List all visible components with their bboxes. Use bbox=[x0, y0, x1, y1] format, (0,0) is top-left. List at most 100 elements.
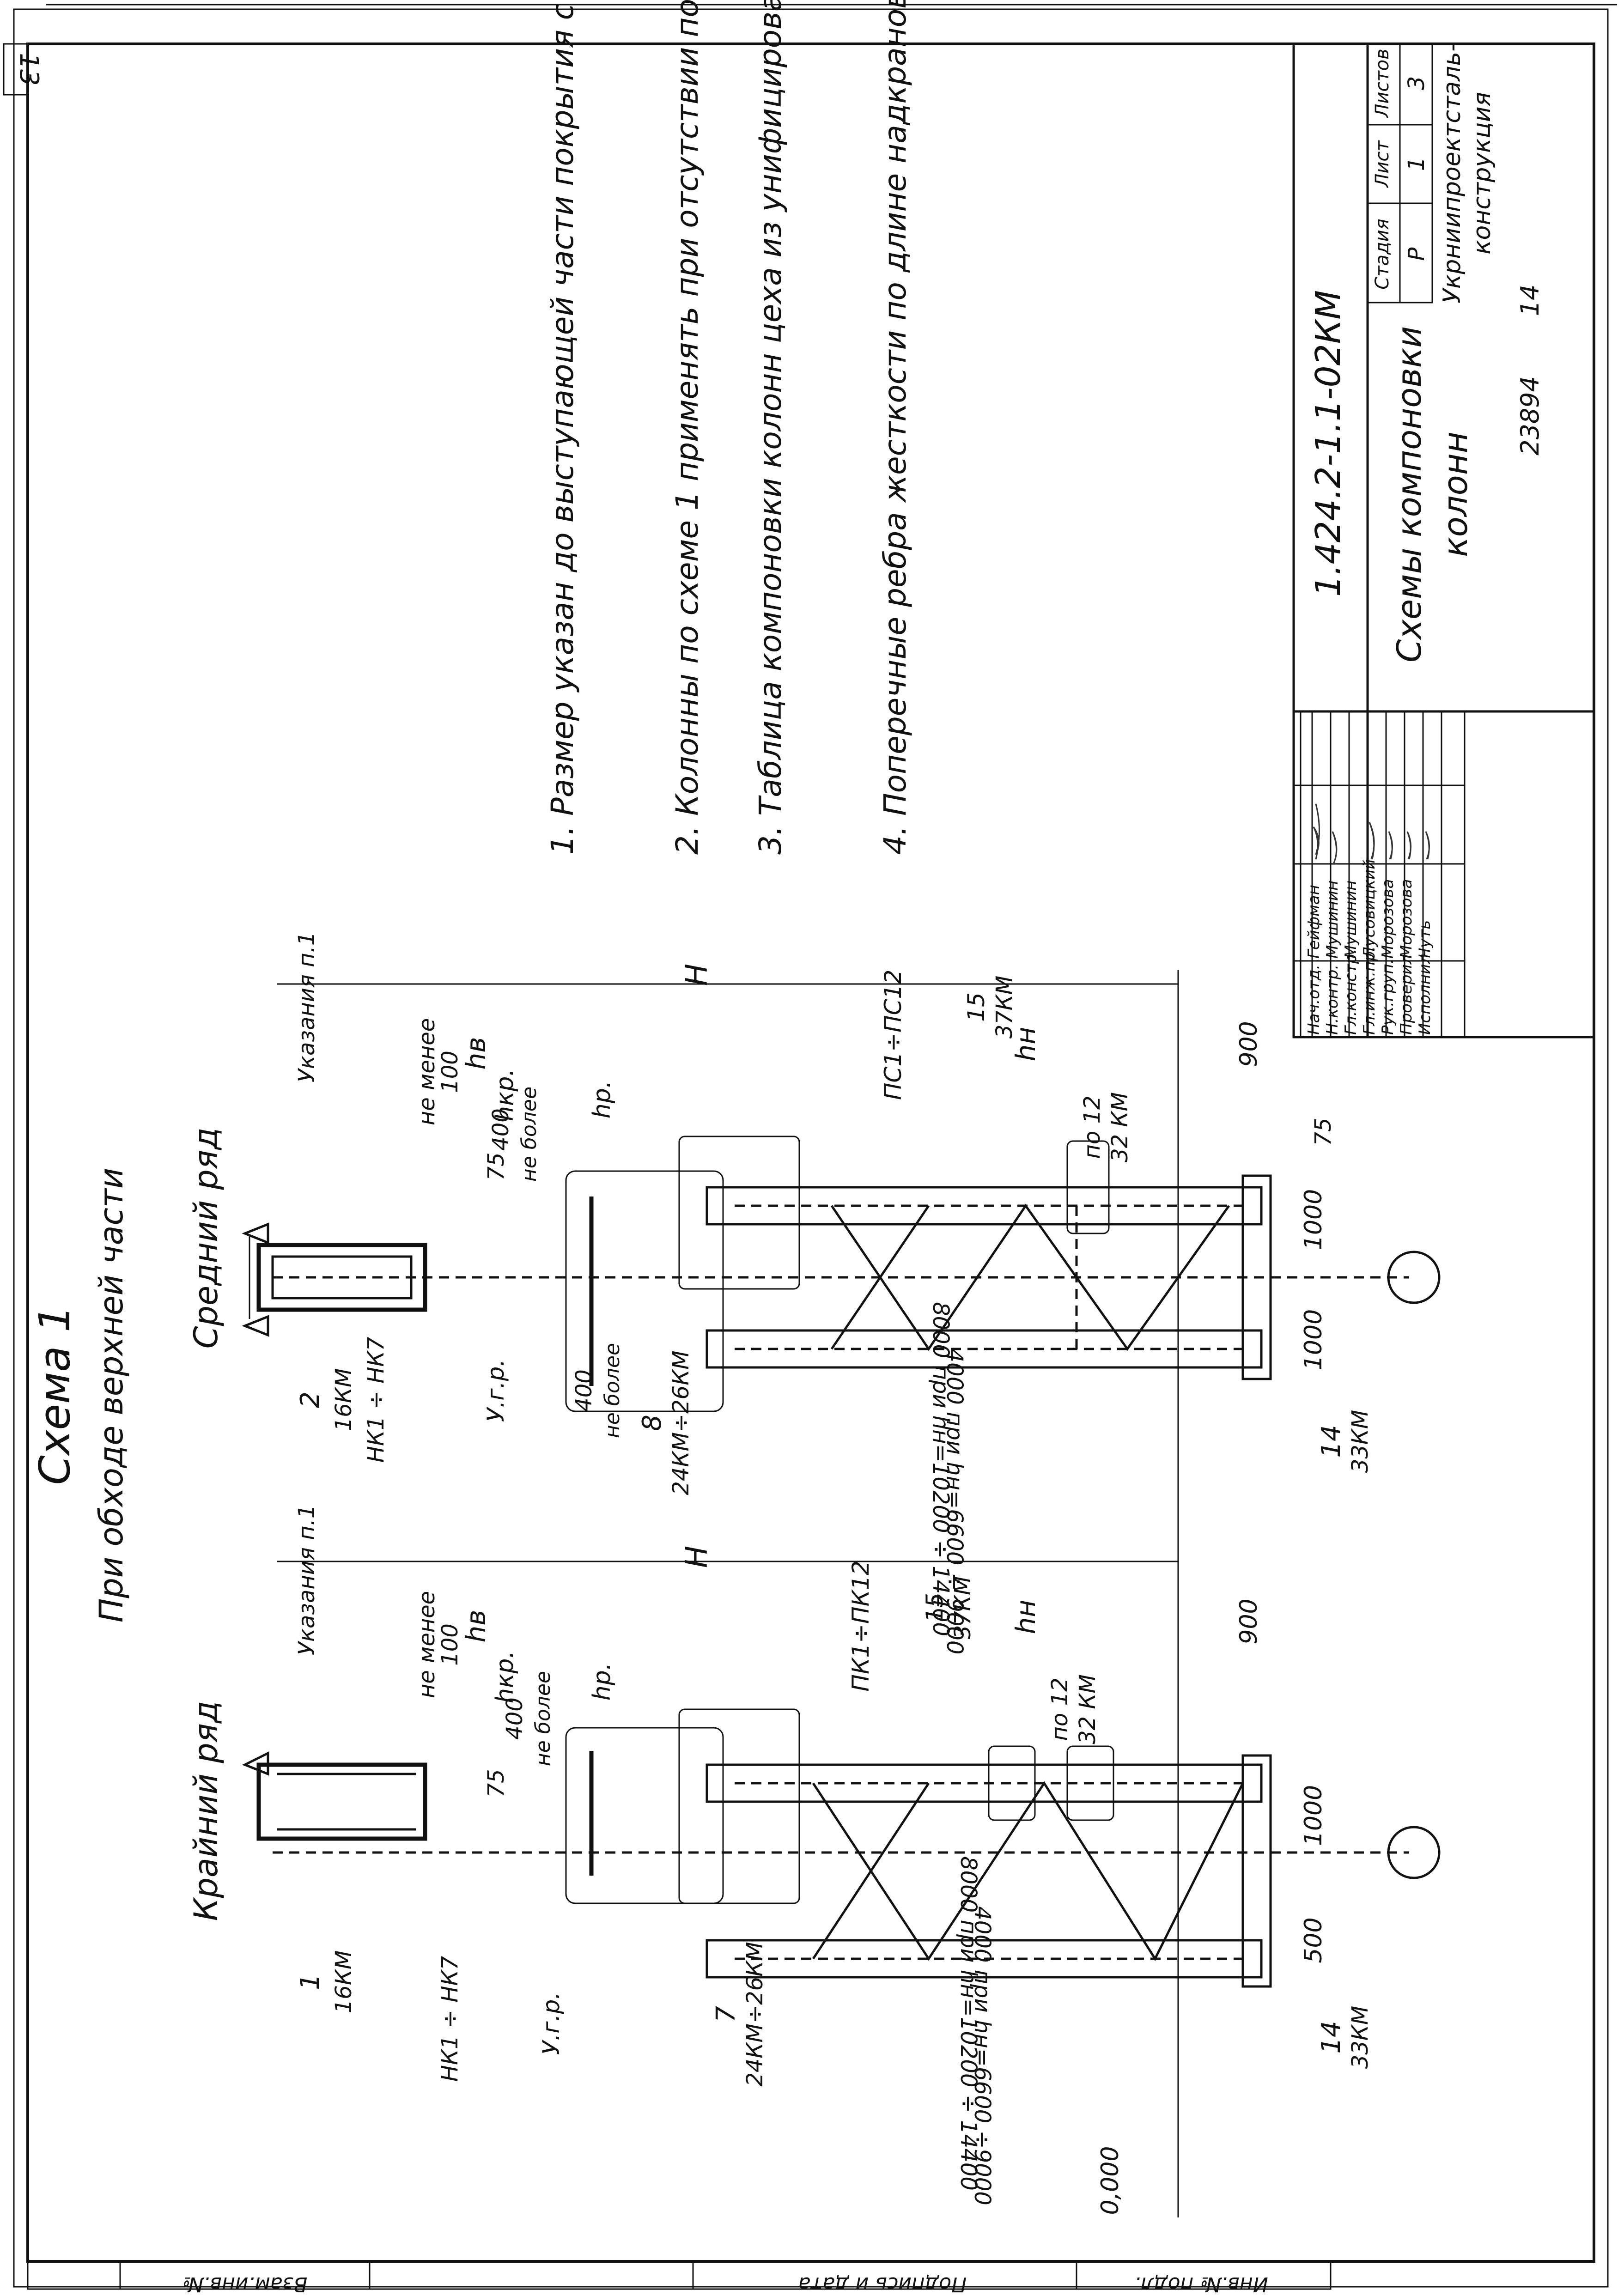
side-stamp bbox=[27, 2260, 1332, 2290]
dim-75: 75 bbox=[483, 1152, 509, 1180]
signature-scribble bbox=[1388, 831, 1393, 860]
dim-400: 400 bbox=[502, 1697, 528, 1740]
outer-cap bbox=[242, 1751, 269, 1776]
archive-sheet: 14 bbox=[1515, 285, 1545, 316]
mark-16km: 16КМ bbox=[331, 1950, 357, 2014]
schema-subtitle: При обходе верхней части bbox=[92, 1168, 130, 1623]
po-12: по 12 bbox=[1047, 1677, 1073, 1741]
outer-frame bbox=[26, 43, 1595, 2263]
dim-hn: hн bbox=[1010, 1600, 1041, 1634]
sig-role: Нач.отд. bbox=[1305, 965, 1323, 1035]
middle-row-title: Средний ряд bbox=[187, 1128, 225, 1349]
signature-scribble bbox=[1332, 831, 1338, 864]
mark-1: 1 bbox=[295, 1974, 325, 1990]
side-stamp-inv: Инв.№ подл. bbox=[1134, 2272, 1268, 2294]
sheet-number: 13 bbox=[14, 53, 44, 85]
mark-15: 15 bbox=[921, 1593, 948, 1622]
mark-14: 14 bbox=[1316, 1425, 1346, 1458]
mark-24km: 24КМ÷26КМ bbox=[668, 1350, 694, 1495]
ne-bolee: не более bbox=[517, 1087, 541, 1182]
sheet-label: Лист bbox=[1372, 140, 1393, 188]
mark-16km: 16КМ bbox=[331, 1368, 357, 1432]
mark-37km: 37КМ bbox=[991, 976, 1017, 1039]
mark-nk: НК1 ÷ НК7 bbox=[363, 1336, 389, 1463]
sig-name: Мушинин bbox=[1342, 881, 1360, 959]
signature-scribble bbox=[1406, 831, 1411, 860]
middle-lower-branch-a bbox=[706, 1186, 1263, 1226]
mark-14: 14 bbox=[1316, 2021, 1346, 2053]
middle-detail-box bbox=[678, 1136, 800, 1290]
sig-name: Лусовицкий bbox=[1360, 859, 1379, 960]
signature-scribble bbox=[1369, 822, 1375, 860]
sig-role: Гл.констр. bbox=[1342, 949, 1360, 1035]
sig-role: Н.контр. bbox=[1323, 965, 1342, 1035]
middle-cap bbox=[242, 1315, 269, 1337]
middle-crane-zone bbox=[565, 1170, 724, 1412]
sig-name: Морозова bbox=[1397, 879, 1416, 959]
outer-crane-zone bbox=[565, 1727, 724, 1904]
title-block: 1.424.2-1.1-02КМ Схемы компоновки колонн… bbox=[1292, 43, 1595, 1039]
signature-scribble bbox=[1313, 803, 1320, 860]
outer-lattice bbox=[812, 1782, 930, 1960]
signature-scribble bbox=[1425, 831, 1430, 860]
mark-15: 15 bbox=[963, 992, 990, 1022]
dim-H: H bbox=[680, 964, 714, 986]
dim-900: 900 bbox=[1235, 1598, 1263, 1644]
ref-1: Указания п.1 bbox=[294, 1505, 320, 1655]
note-1a: 1. Размер указан до выступающей части по… bbox=[545, 0, 580, 855]
ref-1: Указания п.1 bbox=[294, 932, 320, 1082]
dim-hr: hр. bbox=[588, 1663, 616, 1701]
side-stamp-replace: Взам.инв.№ bbox=[182, 2272, 308, 2294]
ne-bolee-b: не более bbox=[601, 1343, 624, 1438]
dim-hr: hр. bbox=[588, 1081, 616, 1119]
ugr: У.г.р. bbox=[538, 1992, 565, 2055]
stage-label: Стадия bbox=[1372, 219, 1393, 289]
dim-hv: hв bbox=[460, 1610, 492, 1643]
outer-detail-box bbox=[1066, 1745, 1114, 1821]
po-12: по 12 bbox=[1079, 1095, 1105, 1159]
drawing-title-2: колонн bbox=[1436, 431, 1475, 557]
drawing-title-1: Схемы компоновки bbox=[1390, 326, 1429, 662]
dim-900: 900 bbox=[1235, 1021, 1263, 1067]
truss-mark: ПС1÷ПС12 bbox=[880, 970, 906, 1100]
outer-axis-bubble bbox=[1387, 1826, 1441, 1879]
side-stamp-signature: Подпись и дата bbox=[798, 2272, 967, 2294]
dim-75b: 75 bbox=[1310, 1118, 1336, 1146]
po-12-km: 32 КМ bbox=[1107, 1092, 1133, 1162]
mark-7: 7 bbox=[711, 2006, 741, 2023]
outer-detail-box bbox=[988, 1745, 1036, 1821]
middle-axis-bubble bbox=[1387, 1251, 1441, 1304]
sig-role: Исполнил bbox=[1416, 954, 1434, 1035]
range-b: 8000 при hн=10200 ÷ 14400 bbox=[955, 1856, 981, 2191]
sig-name: Гейфман bbox=[1305, 885, 1323, 959]
outer-lower-branch-a bbox=[706, 1763, 1263, 1803]
dim-100: 100 bbox=[437, 1623, 463, 1666]
outer-lattice bbox=[812, 1781, 1244, 1962]
outer-detail-box bbox=[678, 1708, 800, 1904]
dim-400b: 400 bbox=[571, 1369, 597, 1412]
truss-mark: ПК1÷ПК12 bbox=[847, 1561, 874, 1692]
dim-75: 75 bbox=[483, 1769, 509, 1797]
outer-row-drawing: Крайний ряд H hн hв hкр. hр. 900 1000 50… bbox=[187, 1505, 1441, 2215]
ne-menee: не менее bbox=[414, 1591, 440, 1698]
note-3: 3. Таблица компоновки колонн цеха из уни… bbox=[753, 0, 788, 855]
sig-role: Рук.груп. bbox=[1379, 959, 1397, 1035]
middle-row-drawing: Средний ряд H hн hв hкр. hр. 900 bbox=[187, 932, 1441, 1654]
range-a: 4000 при hн=6600 ÷9000 bbox=[969, 1906, 995, 2205]
sig-name: Мушинин bbox=[1323, 881, 1342, 959]
sheets-value: 3 bbox=[1404, 76, 1429, 91]
mark-33km: 33КМ bbox=[1347, 2006, 1373, 2069]
mark-24km: 24КМ÷26КМ bbox=[742, 1942, 768, 2086]
middle-cap bbox=[242, 1222, 269, 1245]
outer-base bbox=[1241, 1754, 1272, 1988]
ne-menee: не менее bbox=[414, 1018, 440, 1125]
mark-33km: 33КМ bbox=[1347, 1410, 1373, 1473]
dim-H: H bbox=[680, 1546, 714, 1568]
archive-number: 23894 bbox=[1515, 376, 1545, 456]
dim-500: 500 bbox=[1300, 1917, 1327, 1963]
organization-1: Укрниипроектсталь- bbox=[1438, 43, 1466, 304]
organization-2: конструкция bbox=[1468, 92, 1496, 255]
stage-value: Р bbox=[1404, 247, 1429, 261]
sheet-edge bbox=[13, 8, 1609, 2288]
